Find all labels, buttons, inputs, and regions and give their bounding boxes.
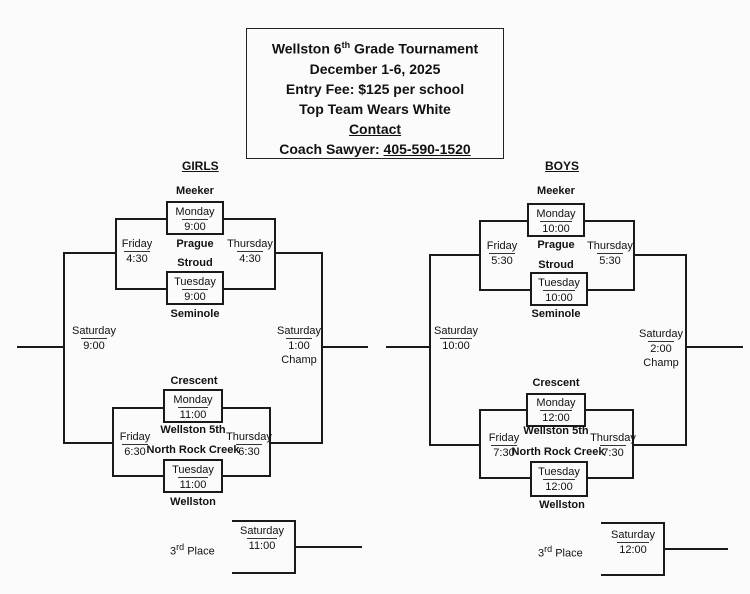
boys-champ-label: Champ — [643, 357, 679, 369]
tournament-info-box: Wellston 6th Grade Tournament December 1… — [246, 28, 504, 159]
tournament-dates: December 1-6, 2025 — [309, 60, 441, 77]
girls-top-team1: Meeker — [176, 185, 214, 197]
boys-top-game1 — [527, 203, 585, 237]
coach-phone: 405-590-1520 — [383, 140, 471, 157]
boys-bottom-team3: North Rock Creek — [511, 446, 605, 458]
entry-fee: Entry Fee: $125 per school — [285, 80, 465, 97]
girls-bottom-team2: Wellston 5th — [160, 424, 226, 436]
boys-top-team3: Stroud — [538, 259, 574, 271]
boys-bottom-game2 — [530, 461, 588, 497]
boys-bottom-team1: Crescent — [532, 377, 580, 389]
girls-top-team3: Stroud — [177, 257, 213, 269]
boys-top-game2 — [530, 272, 588, 306]
boys-bottom-game1 — [526, 393, 586, 427]
boys-top-team1: Meeker — [537, 185, 575, 197]
boys-bottom-team4: Wellston — [539, 499, 585, 511]
contact-heading: Contact — [348, 120, 402, 137]
girls-bottom-game1 — [163, 389, 223, 423]
girls-bottom-game2 — [163, 459, 223, 493]
boys-third-place-label: 3rd Place — [538, 544, 583, 560]
girls-bottom-team4: Wellston — [170, 496, 216, 508]
tournament-title: Wellston 6th Grade Tournament — [271, 40, 479, 57]
girls-top-game1 — [166, 201, 224, 235]
girls-top-team2: Prague — [176, 238, 214, 250]
coach-contact: Coach Sawyer: 405-590-1520 — [279, 140, 471, 157]
girls-third-place-label: 3rd Place — [170, 542, 215, 558]
boys-top-team2: Prague — [537, 239, 575, 251]
girls-top-game2 — [166, 271, 224, 305]
boys-title: BOYS — [545, 159, 580, 173]
boys-top-team4: Seminole — [531, 308, 581, 320]
girls-top-team4: Seminole — [170, 308, 220, 320]
boys-bottom-team2: Wellston 5th — [523, 425, 589, 437]
girls-bottom-team1: Crescent — [170, 375, 218, 387]
girls-champ-label: Champ — [281, 354, 317, 366]
girls-bottom-team3: North Rock Creek — [146, 444, 240, 456]
top-team-note: Top Team Wears White — [299, 100, 451, 117]
girls-title: GIRLS — [182, 159, 219, 173]
